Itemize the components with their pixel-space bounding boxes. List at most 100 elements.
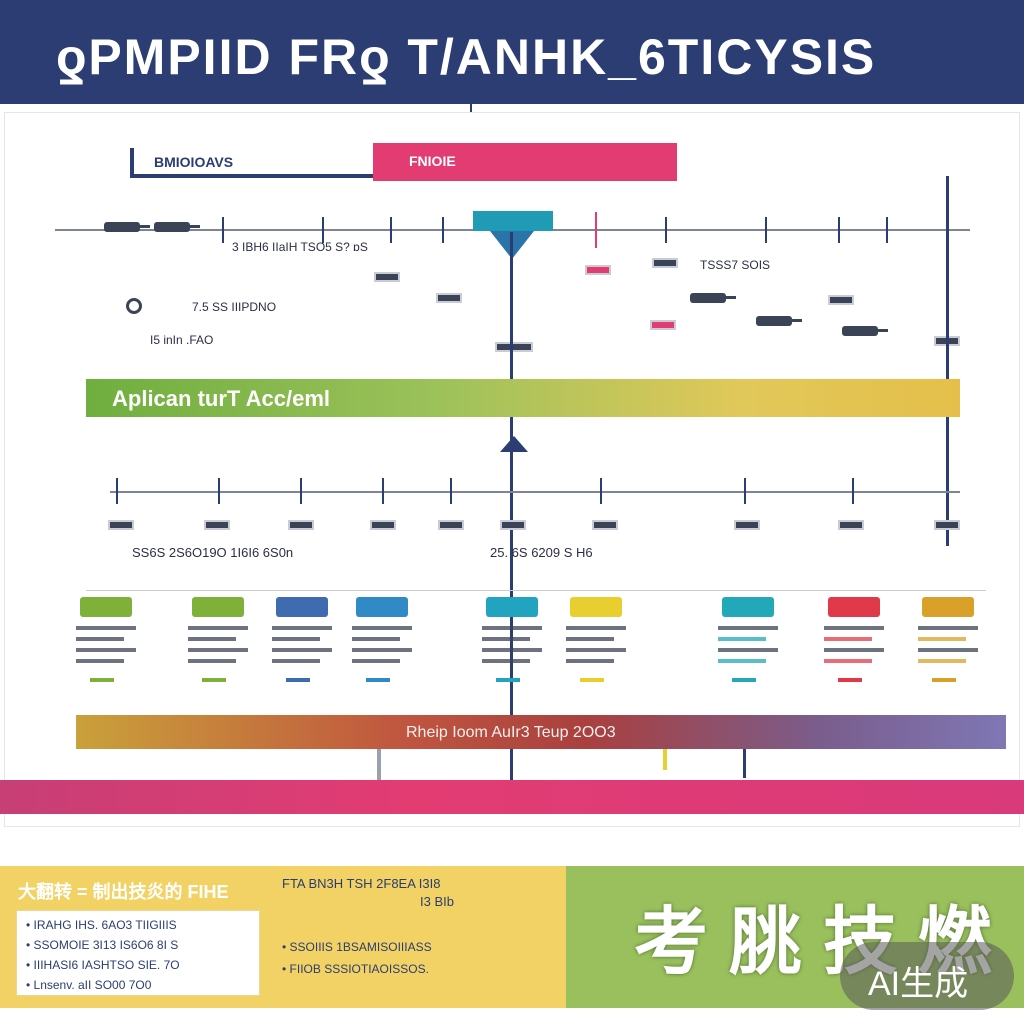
mid-label-1: SS6S 2S6O19O 1I6I6 6S0n	[132, 545, 294, 560]
card-text-lines	[482, 626, 544, 670]
mid-tick	[450, 478, 452, 504]
top-label-4: TSSS7 SOIS	[700, 258, 771, 272]
timeline-tick-highlight	[595, 212, 597, 248]
mid-label-2: 25. 6S 6209 S H6	[490, 545, 593, 560]
top-label-1: 3 IBH6 IIaIH TSO5 S? ɒS	[232, 240, 368, 254]
legend-right: FNIOIE	[373, 143, 677, 181]
mid-chip	[108, 520, 134, 530]
tank-icon	[154, 222, 200, 232]
card-icon	[356, 597, 408, 617]
card-icon	[486, 597, 538, 617]
card-rail	[86, 590, 986, 591]
mid-tick	[116, 478, 118, 504]
card-text-lines	[824, 626, 886, 670]
card-icon	[722, 597, 774, 617]
card-foot-icon	[366, 678, 390, 690]
pink-band	[0, 780, 1024, 814]
timeline-tick	[222, 217, 224, 243]
card-foot-icon	[286, 678, 310, 690]
timeline-tick	[765, 217, 767, 243]
card-icon	[80, 597, 132, 617]
mid-tick	[382, 478, 384, 504]
trunk-line	[510, 232, 513, 782]
card-text-lines	[918, 626, 980, 670]
card-text-lines	[352, 626, 414, 670]
timeline-tick	[886, 217, 888, 243]
legend-left-label: BMIOIOAVS	[154, 154, 234, 170]
legend-left: BMIOIOAVS	[130, 148, 375, 178]
ai-generated-badge: AI生成	[840, 942, 1014, 1010]
stub-line	[377, 726, 381, 780]
timeline-tick	[442, 217, 444, 243]
card-text-lines	[272, 626, 334, 670]
node-chip	[374, 272, 400, 282]
card-text-lines	[566, 626, 628, 670]
mid-chip	[934, 520, 960, 530]
mid-tick	[300, 478, 302, 504]
stub-line	[743, 726, 746, 778]
bottom-left-title: 大翻转 = 制出技炎的 FIHE	[18, 882, 229, 902]
node-chip-pink	[650, 320, 676, 330]
node-chip	[652, 258, 678, 268]
gear-icon	[126, 298, 142, 314]
page-title: ƍPMPIID FRƍ T/ANHK_6TICYSIS	[56, 29, 877, 85]
node-chip	[436, 293, 462, 303]
mid-tick	[852, 478, 854, 504]
card-text-lines	[188, 626, 250, 670]
results-band: Rheip Ioom AuIr3 Teup 2OO3	[76, 715, 1006, 749]
mid-chip	[288, 520, 314, 530]
bottom-middle-line: • SSOIIIS 1BSAMISOIIIASS	[282, 940, 432, 954]
card-foot-icon	[932, 678, 956, 690]
mid-chip	[438, 520, 464, 530]
legend-right-label: FNIOIE	[409, 153, 456, 169]
bottom-left-line: • Lnsenv. aII SO00 7O0	[26, 978, 152, 992]
card-icon	[828, 597, 880, 617]
bottom-left-line: • SSOMOIE 3I13 IS6O6 8I S	[26, 938, 179, 952]
mid-tick	[744, 478, 746, 504]
mid-chip	[500, 520, 526, 530]
tank-icon	[756, 316, 802, 326]
timeline-tick	[322, 217, 324, 243]
tank-icon	[842, 326, 888, 336]
bottom-middle-line: • FIIOB SSSIOTIAOISSOS.	[282, 962, 429, 976]
bottom-left-line: • IIIHASI6 IASHTSO SIE. 7O	[26, 958, 180, 972]
card-icon	[192, 597, 244, 617]
bottom-left-box	[16, 910, 260, 996]
top-label-3: I5 inIn .FAO	[150, 333, 214, 347]
tank-icon	[690, 293, 736, 303]
results-band-label: Rheip Ioom AuIr3 Teup 2OO3	[406, 724, 616, 741]
bottom-middle-sub: I3 BIb	[420, 894, 454, 909]
node-chip	[495, 342, 533, 352]
tank-icon	[104, 222, 150, 232]
mid-chip	[370, 520, 396, 530]
mid-chip	[838, 520, 864, 530]
trunk-line-right	[946, 176, 949, 546]
node-chip	[828, 295, 854, 305]
timeline-tick	[390, 217, 392, 243]
ai-generated-label: AI生成	[868, 965, 969, 1003]
card-text-lines	[76, 626, 138, 670]
bottom-left-line: • IRAHG IHS. 6AO3 TIIGIIIS	[26, 918, 177, 932]
mid-chip	[204, 520, 230, 530]
application-band: Aplican turT Acc/eml	[86, 379, 960, 417]
top-label-2: 7.5 SS IIIPDNO	[192, 300, 277, 314]
card-icon	[570, 597, 622, 617]
mid-tick	[218, 478, 220, 504]
card-foot-icon	[496, 678, 520, 690]
mid-chip	[734, 520, 760, 530]
card-icon	[922, 597, 974, 617]
timeline-tick	[665, 217, 667, 243]
hub-node	[473, 211, 553, 231]
mid-tick	[600, 478, 602, 504]
card-icon	[276, 597, 328, 617]
card-text-lines	[718, 626, 780, 670]
card-foot-icon	[202, 678, 226, 690]
card-foot-icon	[838, 678, 862, 690]
card-foot-icon	[732, 678, 756, 690]
mid-timeline	[110, 491, 960, 493]
header-bar: ƍPMPIID FRƍ T/ANHK_6TICYSIS	[0, 0, 1024, 104]
card-foot-icon	[580, 678, 604, 690]
application-band-label: Aplican turT Acc/eml	[112, 386, 331, 411]
bottom-middle-title: FTA BN3H TSH 2F8EA I3I8	[282, 876, 441, 891]
mid-chip	[592, 520, 618, 530]
